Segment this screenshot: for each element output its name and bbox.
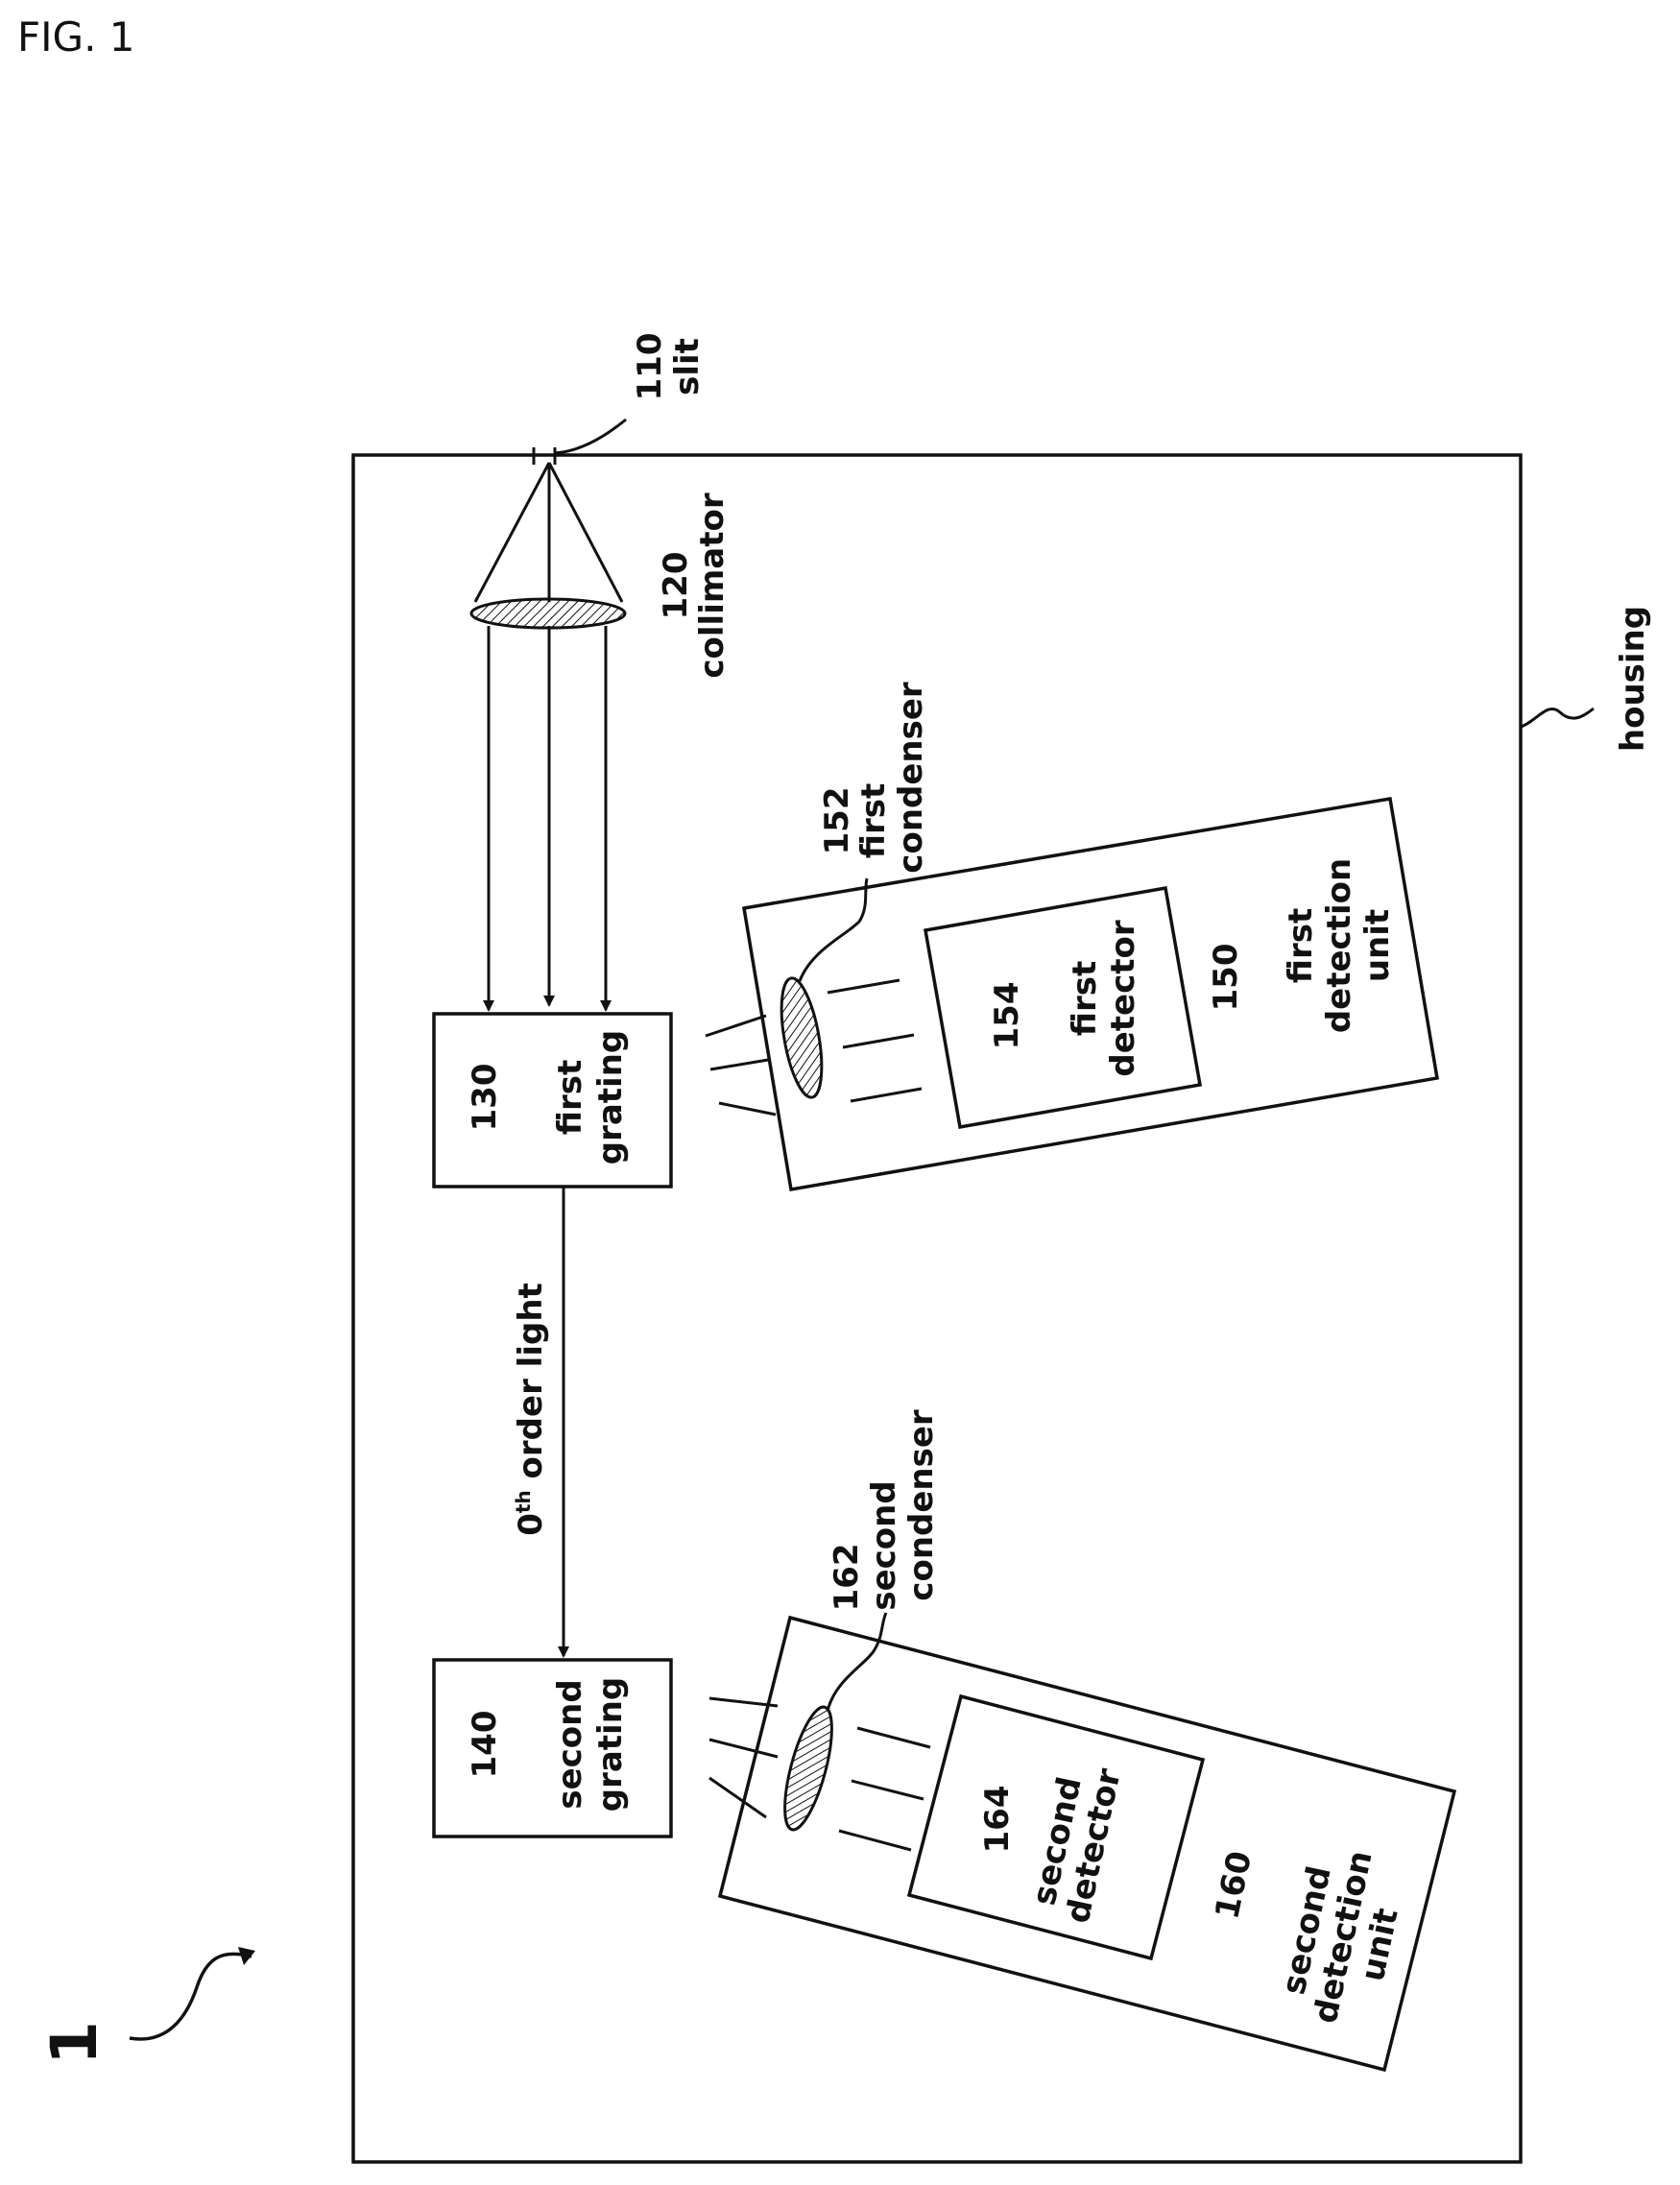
first-detection-unit-label-2: detection	[1320, 858, 1358, 1033]
collimator-lens	[471, 599, 625, 628]
second-grating-label-1: second	[551, 1679, 589, 1809]
first-detector-label-2: detector	[1104, 920, 1142, 1076]
light-ray-lower	[549, 463, 622, 602]
first-detector-label-1: first	[1066, 961, 1104, 1036]
housing-label: housing	[1614, 606, 1652, 752]
first-detector-box	[925, 888, 1200, 1127]
slit	[525, 420, 626, 465]
first-grating-label-1: first	[551, 1060, 589, 1135]
second-condenser-ref: 162	[828, 1544, 866, 1612]
zeroth-order-sup: th	[512, 1490, 535, 1513]
first-detection-unit-ref: 150	[1207, 944, 1245, 1012]
second-grating-ref: 140	[466, 1711, 504, 1779]
second-grating-label-2: grating	[591, 1677, 630, 1813]
second-condenser-label-2: condenser	[902, 1409, 941, 1601]
collimator-label: collimator	[693, 492, 732, 678]
second-detector-ref: 164	[978, 1786, 1017, 1854]
zeroth-order-label: 0th order light	[512, 1283, 550, 1536]
first-diffracted-ray-in-3	[719, 1103, 776, 1115]
housing-leader-line	[1521, 708, 1594, 727]
zeroth-order-base: 0	[512, 1513, 550, 1536]
first-grating-ref: 130	[466, 1064, 504, 1132]
slit-label: slit	[668, 338, 707, 396]
system-ref-arrow	[130, 1954, 252, 2039]
first-grating-label-2: grating	[591, 1030, 630, 1165]
first-diffracted-ray-in-2	[710, 1060, 768, 1069]
first-detection-unit-label-1: first	[1282, 908, 1320, 983]
light-ray-upper	[475, 463, 549, 602]
first-condenser-label-2: condenser	[892, 682, 930, 874]
system-ref-numeral: 1	[37, 2021, 111, 2065]
slit-ref: 110	[631, 333, 669, 401]
collimator-ref: 120	[657, 552, 695, 620]
first-condenser-ref: 152	[818, 787, 856, 855]
second-condenser-label-1: second	[865, 1480, 903, 1610]
zeroth-order-rest: order light	[512, 1283, 550, 1490]
first-diffracted-ray-in-1	[706, 1016, 766, 1036]
first-detector-ref: 154	[988, 982, 1026, 1050]
first-condenser-label-1: first	[854, 783, 893, 858]
first-detection-unit-label-3: unit	[1358, 909, 1397, 982]
